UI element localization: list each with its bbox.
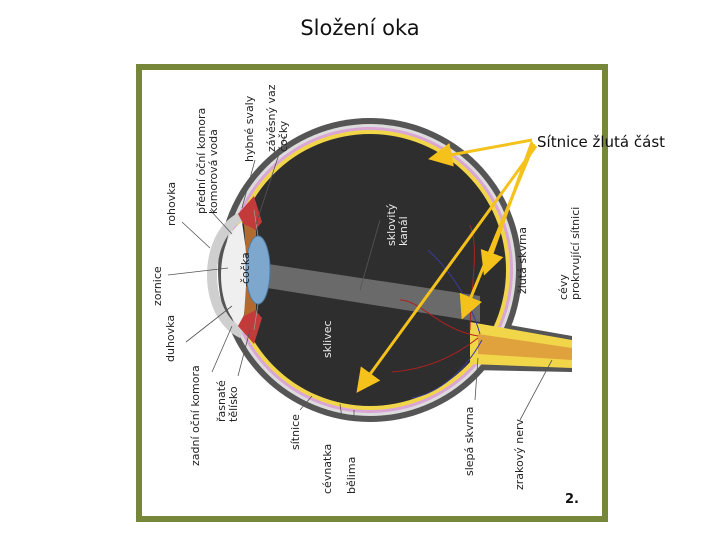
ciliary-body-bottom — [238, 304, 262, 344]
label-zornice: zornice — [151, 266, 164, 306]
label-duhovka: duhovka — [164, 314, 177, 362]
label-belima: bělima — [345, 456, 358, 494]
callout-text: Sítnice žlutá část — [537, 133, 666, 151]
retinal-vessels — [391, 224, 483, 399]
label-cevnatka: cévnatka — [321, 443, 334, 494]
leader-lines — [167, 135, 553, 421]
ciliary-body-top — [238, 196, 262, 236]
label-sklovity-kanal: sklovitý kanál — [385, 203, 410, 246]
optic-nerve-core — [478, 334, 572, 360]
label-rohovka: rohovka — [165, 181, 178, 226]
anterior-chamber — [221, 222, 246, 328]
label-sitnice: sítnice — [289, 414, 302, 450]
label-cevy: cévy prokrvující sítnici — [557, 206, 582, 300]
hyaloid-canal — [255, 262, 480, 322]
label-zadni-ocni-komora: zadní oční komora — [189, 365, 202, 466]
label-sklivec: sklivec — [321, 320, 334, 358]
label-cocka: čočka — [239, 252, 252, 284]
label-zluta-skvrna: žlutá skvrna — [516, 226, 529, 294]
figure-number: 2. — [565, 492, 579, 507]
label-hybne-svaly: hybné svaly — [243, 95, 256, 162]
label-rasnate-telisko: řasnaté tělísko — [215, 380, 240, 422]
callout-arrows — [356, 138, 538, 393]
label-predni-ocni-komora: přední oční komora komorová voda — [195, 107, 220, 214]
label-zavesny-vaz: závěsný vaz čočky — [265, 84, 290, 152]
cornea — [207, 212, 244, 338]
label-slepa-skvrna: slepá skvrna — [463, 406, 476, 476]
slide-title: Složení oka — [300, 16, 420, 40]
vitreous-body — [234, 134, 506, 406]
label-zrakovy-nerv: zrakový nerv — [513, 418, 526, 490]
